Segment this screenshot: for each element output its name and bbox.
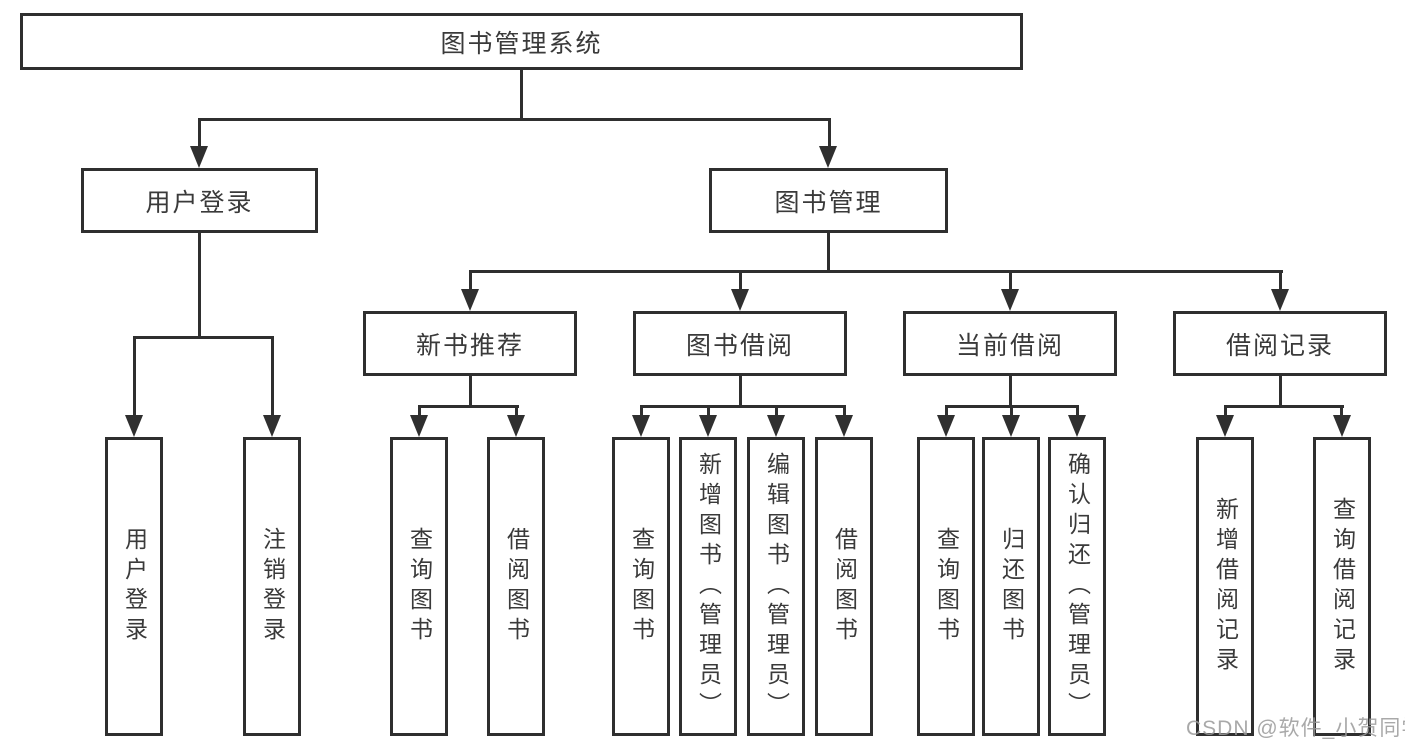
arrowhead-D2 [1333,415,1351,437]
connector-drop-current-borrow [1009,270,1012,290]
arrowhead-A1 [410,415,428,437]
connector-drop-A1 [418,405,421,417]
node-borrow-record: 借阅记录 [1173,311,1387,376]
arrowhead-C2 [1002,415,1020,437]
connector-drop-A2 [515,405,518,417]
leaf-edit-book-admin: 编辑图书（管理员） [747,437,805,736]
leaf-confirm-return-admin: 确认归还（管理员） [1048,437,1106,736]
connector-root-hbar [198,118,831,121]
node-current-borrow: 当前借阅 [903,311,1117,376]
leaf-label: 查询图书 [933,526,960,647]
node-new-book-recommend: 新书推荐 [363,311,577,376]
connector-drop-book-management [828,118,831,148]
leaf-logout: 注销登录 [243,437,301,736]
connector-book-management-trunk [827,233,830,273]
node-label: 借阅记录 [1225,331,1334,360]
leaf-label: 查询图书 [406,526,433,647]
connector-drop-D2 [1340,405,1343,417]
node-label: 用户登录 [145,188,254,217]
leaf-label: 编辑图书（管理员） [763,451,790,722]
connector-groupA-trunk [469,376,472,407]
node-label: 图书管理 [774,188,883,217]
leaf-label: 新增图书（管理员） [695,451,722,722]
csdn-watermark: CSDN @软件_小贺同学 [1186,717,1405,740]
leaf-add-book-admin: 新增图书（管理员） [679,437,737,736]
arrowhead-C1 [937,415,955,437]
connector-drop-new-book [469,270,472,290]
arrowhead-borrow-record [1271,289,1289,311]
connector-drop-B1 [640,405,643,417]
leaf-label: 借阅图书 [503,526,530,647]
leaf-label: 查询图书 [628,526,655,647]
arrowhead-book-management [819,146,837,168]
arrowhead-D1 [1216,415,1234,437]
connector-groupC-trunk [1009,376,1012,407]
connector-drop-user-login [198,118,201,148]
leaf-label: 查询借阅记录 [1329,496,1356,677]
connector-drop-B4 [843,405,846,417]
leaf-query-borrow-record: 查询借阅记录 [1313,437,1371,736]
arrowhead-book-borrow [731,289,749,311]
connector-drop-book-borrow [739,270,742,290]
leaf-user-login: 用户登录 [105,437,163,736]
leaf-label: 归还图书 [998,526,1025,647]
arrowhead-user-login [190,146,208,168]
leaf-label: 用户登录 [121,526,148,647]
connector-drop-borrow-record [1279,270,1282,290]
connector-book-management-hbar [469,270,1283,273]
leaf-query-book-C: 查询图书 [917,437,975,736]
node-user-login: 用户登录 [81,168,318,233]
node-label: 图书管理系统 [440,29,603,58]
node-label: 当前借阅 [955,331,1064,360]
connector-groupB-trunk [739,376,742,407]
leaf-borrow-book-B: 借阅图书 [815,437,873,736]
connector-drop-B3 [775,405,778,417]
leaf-label: 注销登录 [259,526,286,647]
connector-drop-C2 [1010,405,1013,417]
connector-drop-C3 [1076,405,1079,417]
arrowhead-C3 [1068,415,1086,437]
leaf-label: 新增借阅记录 [1212,496,1239,677]
leaf-return-book: 归还图书 [982,437,1040,736]
node-book-management: 图书管理 [709,168,948,233]
leaf-label: 借阅图书 [831,526,858,647]
arrowhead-logout-leaf [263,415,281,437]
leaf-add-borrow-record: 新增借阅记录 [1196,437,1254,736]
connector-groupB-hbar [640,405,846,408]
connector-user-login-trunk [198,233,201,337]
arrowhead-current-borrow [1001,289,1019,311]
arrowhead-A2 [507,415,525,437]
arrowhead-B3 [767,415,785,437]
connector-drop-login-leaf [133,336,136,415]
arrowhead-login-leaf [125,415,143,437]
node-book-borrow: 图书借阅 [633,311,847,376]
connector-drop-D1 [1224,405,1227,417]
node-label: 新书推荐 [415,331,524,360]
arrowhead-B4 [835,415,853,437]
arrowhead-B2 [699,415,717,437]
connector-root-trunk [520,70,523,118]
connector-groupD-trunk [1279,376,1282,407]
connector-user-login-hbar [133,336,274,339]
connector-drop-C1 [945,405,948,417]
node-label: 图书借阅 [685,331,794,360]
leaf-query-book-A: 查询图书 [390,437,448,736]
connector-groupD-hbar [1224,405,1344,408]
leaf-label: 确认归还（管理员） [1064,451,1091,722]
leaf-borrow-book-A: 借阅图书 [487,437,545,736]
leaf-query-book-B: 查询图书 [612,437,670,736]
connector-groupA-hbar [418,405,519,408]
arrowhead-B1 [632,415,650,437]
arrowhead-new-book [461,289,479,311]
node-system-root: 图书管理系统 [20,13,1023,70]
connector-drop-logout-leaf [271,336,274,415]
connector-drop-B2 [707,405,710,417]
